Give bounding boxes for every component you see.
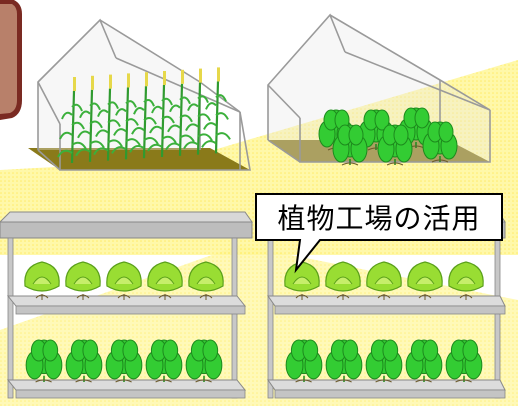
lettuce-plant — [65, 261, 101, 300]
lettuce-plant — [366, 261, 402, 300]
spinach-plant — [405, 339, 443, 383]
lettuce-plant — [448, 261, 484, 300]
lettuce-plant — [147, 261, 183, 300]
corn-plant — [57, 77, 87, 164]
corn-plant — [75, 75, 105, 162]
spinach-plant — [422, 121, 458, 163]
spinach-plants — [285, 339, 483, 383]
spinach-plants — [318, 107, 458, 166]
corn-plant — [201, 67, 231, 154]
lettuce-plant — [407, 261, 443, 300]
callout-box — [255, 193, 503, 274]
greenhouse-right — [267, 13, 491, 166]
corn-plant — [147, 71, 177, 158]
spinach-plant — [145, 339, 183, 383]
corn-plant — [93, 74, 123, 161]
corn-plant — [183, 68, 213, 155]
greenhouse-left — [28, 18, 251, 171]
lettuce-plant — [325, 261, 361, 300]
corn-plant — [129, 72, 159, 159]
lettuce-plant — [284, 261, 320, 300]
spinach-plant — [325, 339, 363, 383]
lettuce-plants — [24, 261, 224, 300]
spinach-plant — [285, 339, 323, 383]
spinach-plant — [65, 339, 103, 383]
lettuce-plant — [188, 261, 224, 300]
spinach-plant — [365, 339, 403, 383]
spinach-plant — [445, 339, 483, 383]
corn-plant — [111, 73, 141, 160]
lettuce-plant — [24, 261, 60, 300]
spinach-plants — [25, 339, 223, 383]
spinach-plant — [25, 339, 63, 383]
plant-factory-left — [0, 211, 253, 399]
spinach-plant — [332, 124, 368, 166]
corn-plants — [57, 67, 231, 164]
lettuce-plant — [106, 261, 142, 300]
left-edge-decoration — [0, 0, 22, 120]
callout-label: 植物工場の活用 — [277, 202, 481, 235]
spinach-plant — [105, 339, 143, 383]
lettuce-plants — [284, 261, 484, 300]
corn-plant — [165, 69, 195, 156]
spinach-plant — [185, 339, 223, 383]
spinach-plant — [377, 124, 413, 166]
